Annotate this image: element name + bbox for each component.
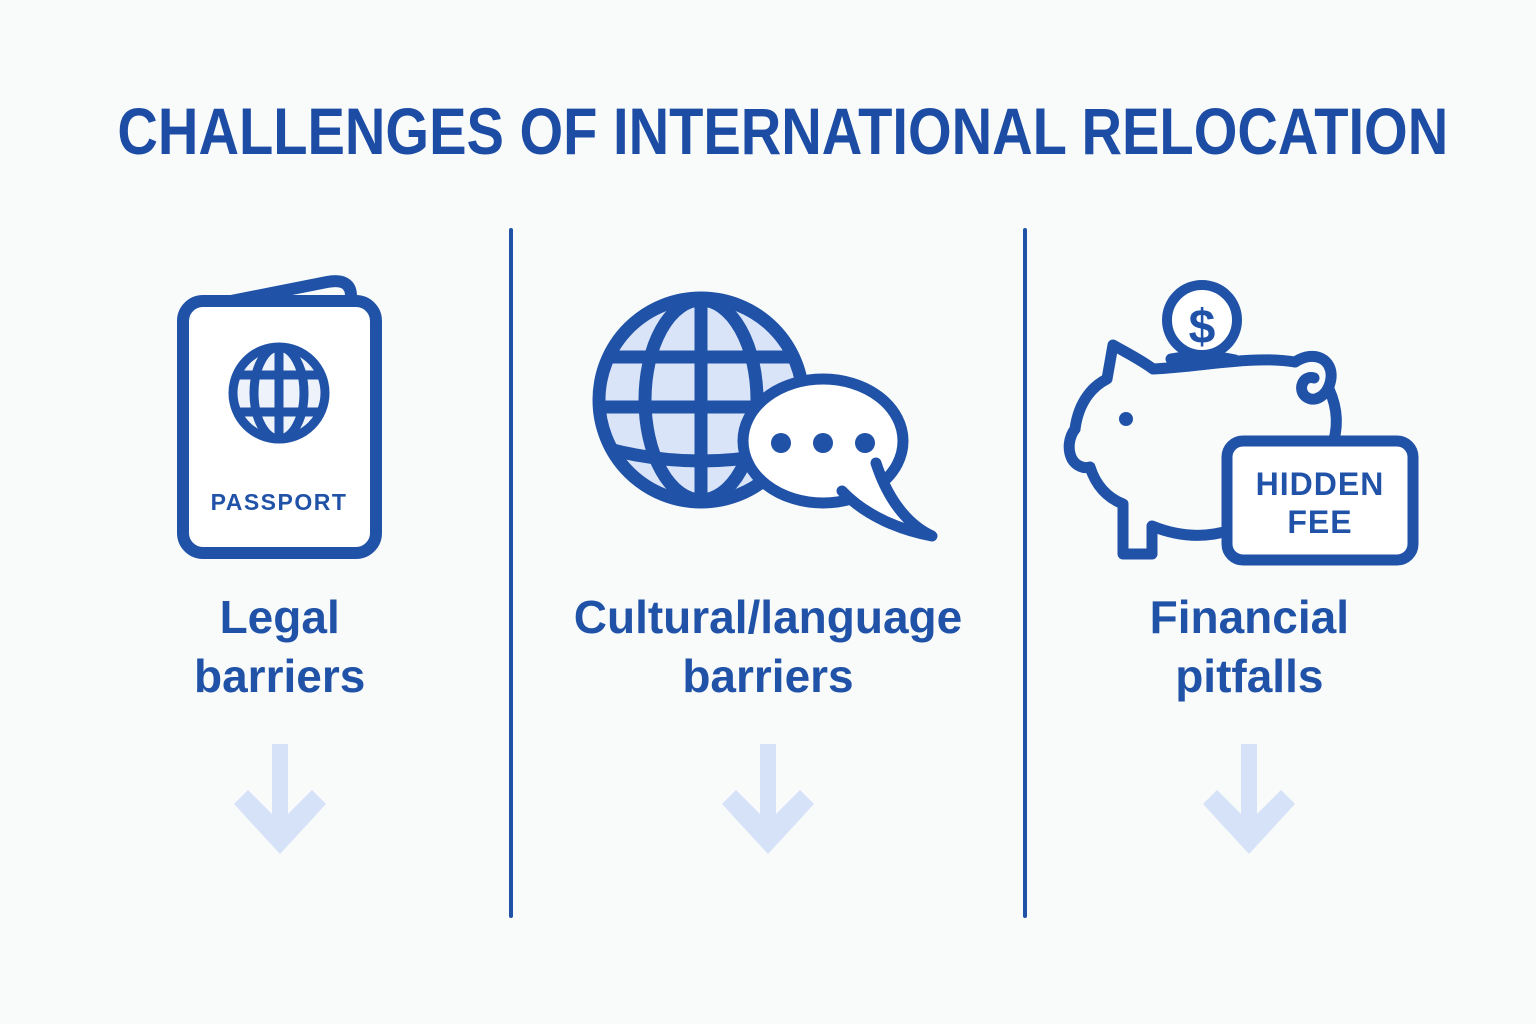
label-line: Financial [1149, 591, 1350, 643]
page-title: CHALLENGES OF INTERNATIONAL RELOCATION [0, 98, 1536, 164]
cultural-label: Cultural/language barriers [574, 588, 962, 706]
bubble-dot [812, 433, 833, 453]
financial-label: Financial pitfalls [1150, 588, 1349, 706]
down-arrow-icon [721, 744, 814, 854]
column-divider [509, 228, 514, 918]
down-arrow-icon [233, 744, 326, 854]
speech-bubble-icon [737, 373, 938, 542]
down-arrow-icon [1203, 744, 1296, 854]
piggy-bank-icon: $ HIDDEN FEE [1063, 279, 1419, 565]
badge-line: FEE [1288, 504, 1353, 540]
columns-container: PASSPORT Legal barriers [0, 228, 1536, 918]
label-line: Cultural/language [573, 591, 963, 643]
coin-symbol: $ [1189, 301, 1216, 354]
passport-word: PASSPORT [211, 489, 348, 515]
cultural-icon-box [583, 270, 953, 570]
dollar-coin-icon: $ [1162, 279, 1243, 360]
legal-label: Legal barriers [194, 588, 365, 706]
bubble-dot [770, 433, 791, 453]
globe-chat-icon [592, 291, 938, 542]
legal-icon-box: PASSPORT [177, 270, 383, 570]
financial-icon-box: $ HIDDEN FEE [1059, 270, 1439, 570]
column-financial-pitfalls: $ HIDDEN FEE Financial pitfalls [995, 228, 1504, 854]
bubble-dot [854, 433, 875, 453]
column-divider [1022, 228, 1027, 918]
pig-tail [1289, 350, 1337, 405]
column-cultural-language-barriers: Cultural/language barriers [513, 228, 1022, 854]
passport-globe-icon [228, 342, 330, 444]
label-line: barriers [193, 649, 366, 702]
label-line: barriers [682, 649, 854, 702]
hidden-fee-badge: HIDDEN FEE [1221, 435, 1419, 565]
page-title-text: CHALLENGES OF INTERNATIONAL RELOCATION [117, 94, 1449, 168]
column-legal-barriers: PASSPORT Legal barriers [25, 228, 534, 854]
passport-icon: PASSPORT [177, 275, 383, 559]
pig-eye [1119, 411, 1134, 426]
label-line: pitfalls [1175, 649, 1324, 702]
badge-line: HIDDEN [1256, 466, 1385, 502]
label-line: Legal [219, 591, 340, 643]
